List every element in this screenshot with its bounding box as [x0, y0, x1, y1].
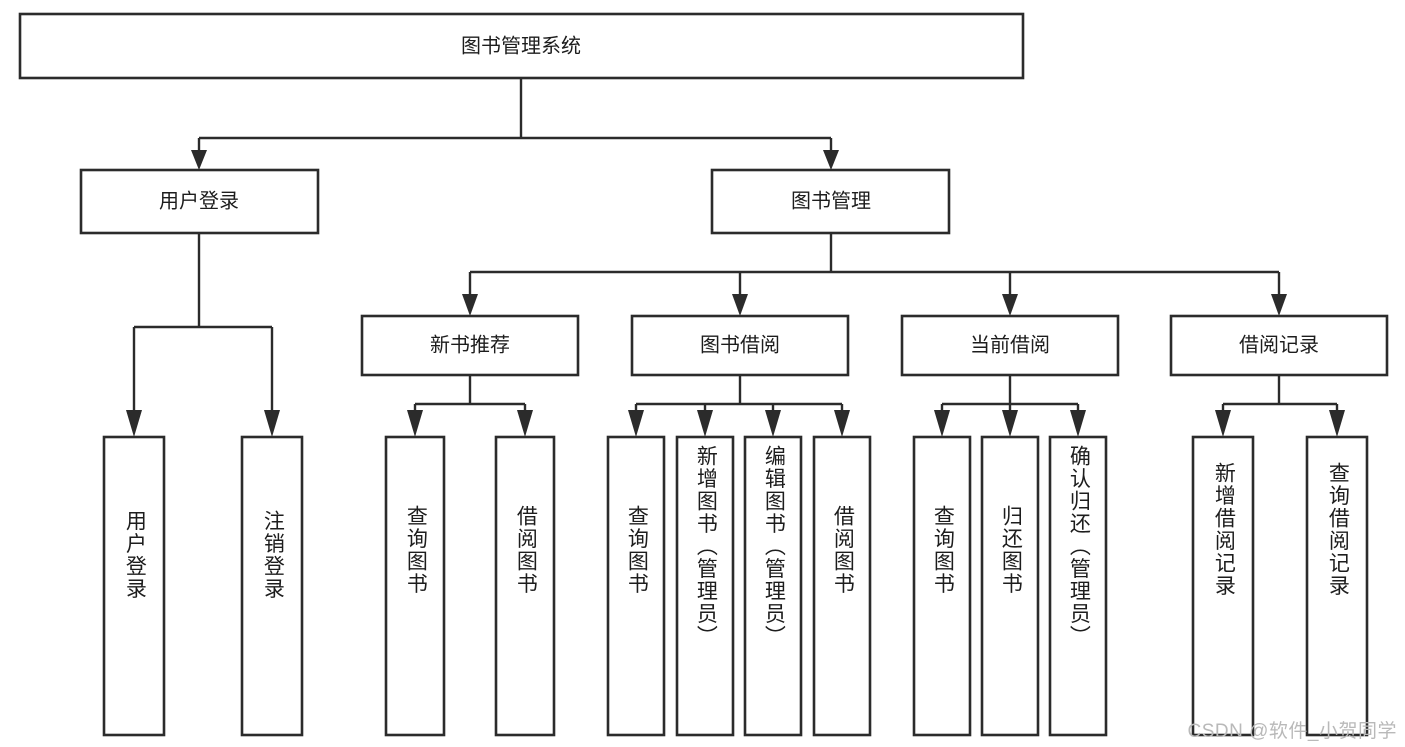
- arrow-head-cb-leaf-3: [1070, 410, 1086, 437]
- node-new-book-recommend-label: 新书推荐: [430, 333, 510, 356]
- arrow-head-bb-leaf-4: [834, 410, 850, 437]
- node-user-login-label: 用户登录: [159, 189, 239, 212]
- node-leaf-add-borrow-record[interactable]: [1191, 435, 1255, 737]
- arrow-head-nbr-leaf-2: [517, 410, 533, 437]
- node-leaf-query-borrow-record-label: 查询借阅记录: [1326, 462, 1350, 597]
- node-root-book-management-system[interactable]: [18, 12, 1025, 80]
- arrow-head-bb-leaf-1: [628, 410, 644, 437]
- node-leaf-borrow-book-bb-label: 借阅图书: [831, 505, 855, 595]
- node-leaf-return-book-label: 归还图书: [999, 505, 1023, 595]
- arrow-head-l3-3: [1002, 294, 1018, 316]
- arrow-head-l3-4: [1271, 294, 1287, 316]
- node-leaf-query-book-cb[interactable]: [912, 435, 972, 737]
- node-root-label: 图书管理系统: [461, 34, 581, 57]
- node-current-borrow-label: 当前借阅: [970, 333, 1050, 356]
- arrow-head-login-leaf-1: [126, 410, 142, 437]
- node-book-borrow-label: 图书借阅: [700, 333, 780, 356]
- node-leaf-query-book-nbr[interactable]: [384, 435, 446, 737]
- arrow-head-cb-leaf-2: [1002, 410, 1018, 437]
- node-leaf-add-book-admin-label: 新增图书（管理员）: [694, 445, 718, 648]
- node-book-management-label: 图书管理: [791, 189, 871, 212]
- arrow-head-l3-1: [462, 294, 478, 316]
- node-leaf-query-borrow-record[interactable]: [1305, 435, 1369, 737]
- node-leaf-query-book-nbr-label: 查询图书: [404, 505, 428, 595]
- arrow-head-bookmgmt: [823, 150, 839, 170]
- node-leaf-user-login[interactable]: [102, 435, 166, 737]
- arrow-head-l3-2: [732, 294, 748, 316]
- node-leaf-add-book-admin[interactable]: [675, 435, 735, 737]
- node-leaf-confirm-return-admin-label: 确认归还（管理员）: [1067, 445, 1091, 648]
- connector-layer: [126, 78, 1345, 437]
- node-user-login[interactable]: [79, 168, 320, 235]
- node-leaf-borrow-book-bb[interactable]: [812, 435, 872, 737]
- node-current-borrow[interactable]: [900, 314, 1120, 377]
- arrow-head-login-leaf-2: [264, 410, 280, 437]
- arrow-head-br-leaf-2: [1329, 410, 1345, 437]
- node-leaf-logout-label: 注销登录: [261, 510, 285, 600]
- node-leaf-logout[interactable]: [240, 435, 304, 737]
- node-leaf-user-login-label: 用户登录: [123, 510, 147, 600]
- node-leaf-borrow-book-nbr-label: 借阅图书: [514, 505, 538, 595]
- node-leaf-query-book-bb-label: 查询图书: [625, 505, 649, 595]
- arrow-head-bb-leaf-2: [697, 410, 713, 437]
- arrow-head-nbr-leaf-1: [407, 410, 423, 437]
- node-leaf-return-book[interactable]: [980, 435, 1040, 737]
- node-book-management[interactable]: [710, 168, 951, 235]
- node-borrow-record-label: 借阅记录: [1239, 333, 1319, 356]
- node-layer: 图书管理系统 用户登录 图书管理 新书推荐 图书借阅 当前借阅 借阅记录: [18, 12, 1389, 737]
- node-leaf-query-book-cb-label: 查询图书: [931, 505, 955, 595]
- node-leaf-edit-book-admin-label: 编辑图书（管理员）: [762, 445, 786, 648]
- arrow-head-br-leaf-1: [1215, 410, 1231, 437]
- node-borrow-record[interactable]: [1169, 314, 1389, 377]
- arrow-head-bb-leaf-3: [765, 410, 781, 437]
- node-leaf-confirm-return-admin[interactable]: [1048, 435, 1108, 737]
- node-leaf-add-borrow-record-label: 新增借阅记录: [1212, 462, 1236, 597]
- node-new-book-recommend[interactable]: [360, 314, 580, 377]
- node-leaf-borrow-book-nbr[interactable]: [494, 435, 556, 737]
- csdn-watermark: CSDN @软件_小贺同学: [1187, 721, 1397, 742]
- arrow-head-cb-leaf-1: [934, 410, 950, 437]
- arrow-head-login: [191, 150, 207, 170]
- node-leaf-edit-book-admin[interactable]: [743, 435, 803, 737]
- node-book-borrow[interactable]: [630, 314, 850, 377]
- node-leaf-query-book-bb[interactable]: [606, 435, 666, 737]
